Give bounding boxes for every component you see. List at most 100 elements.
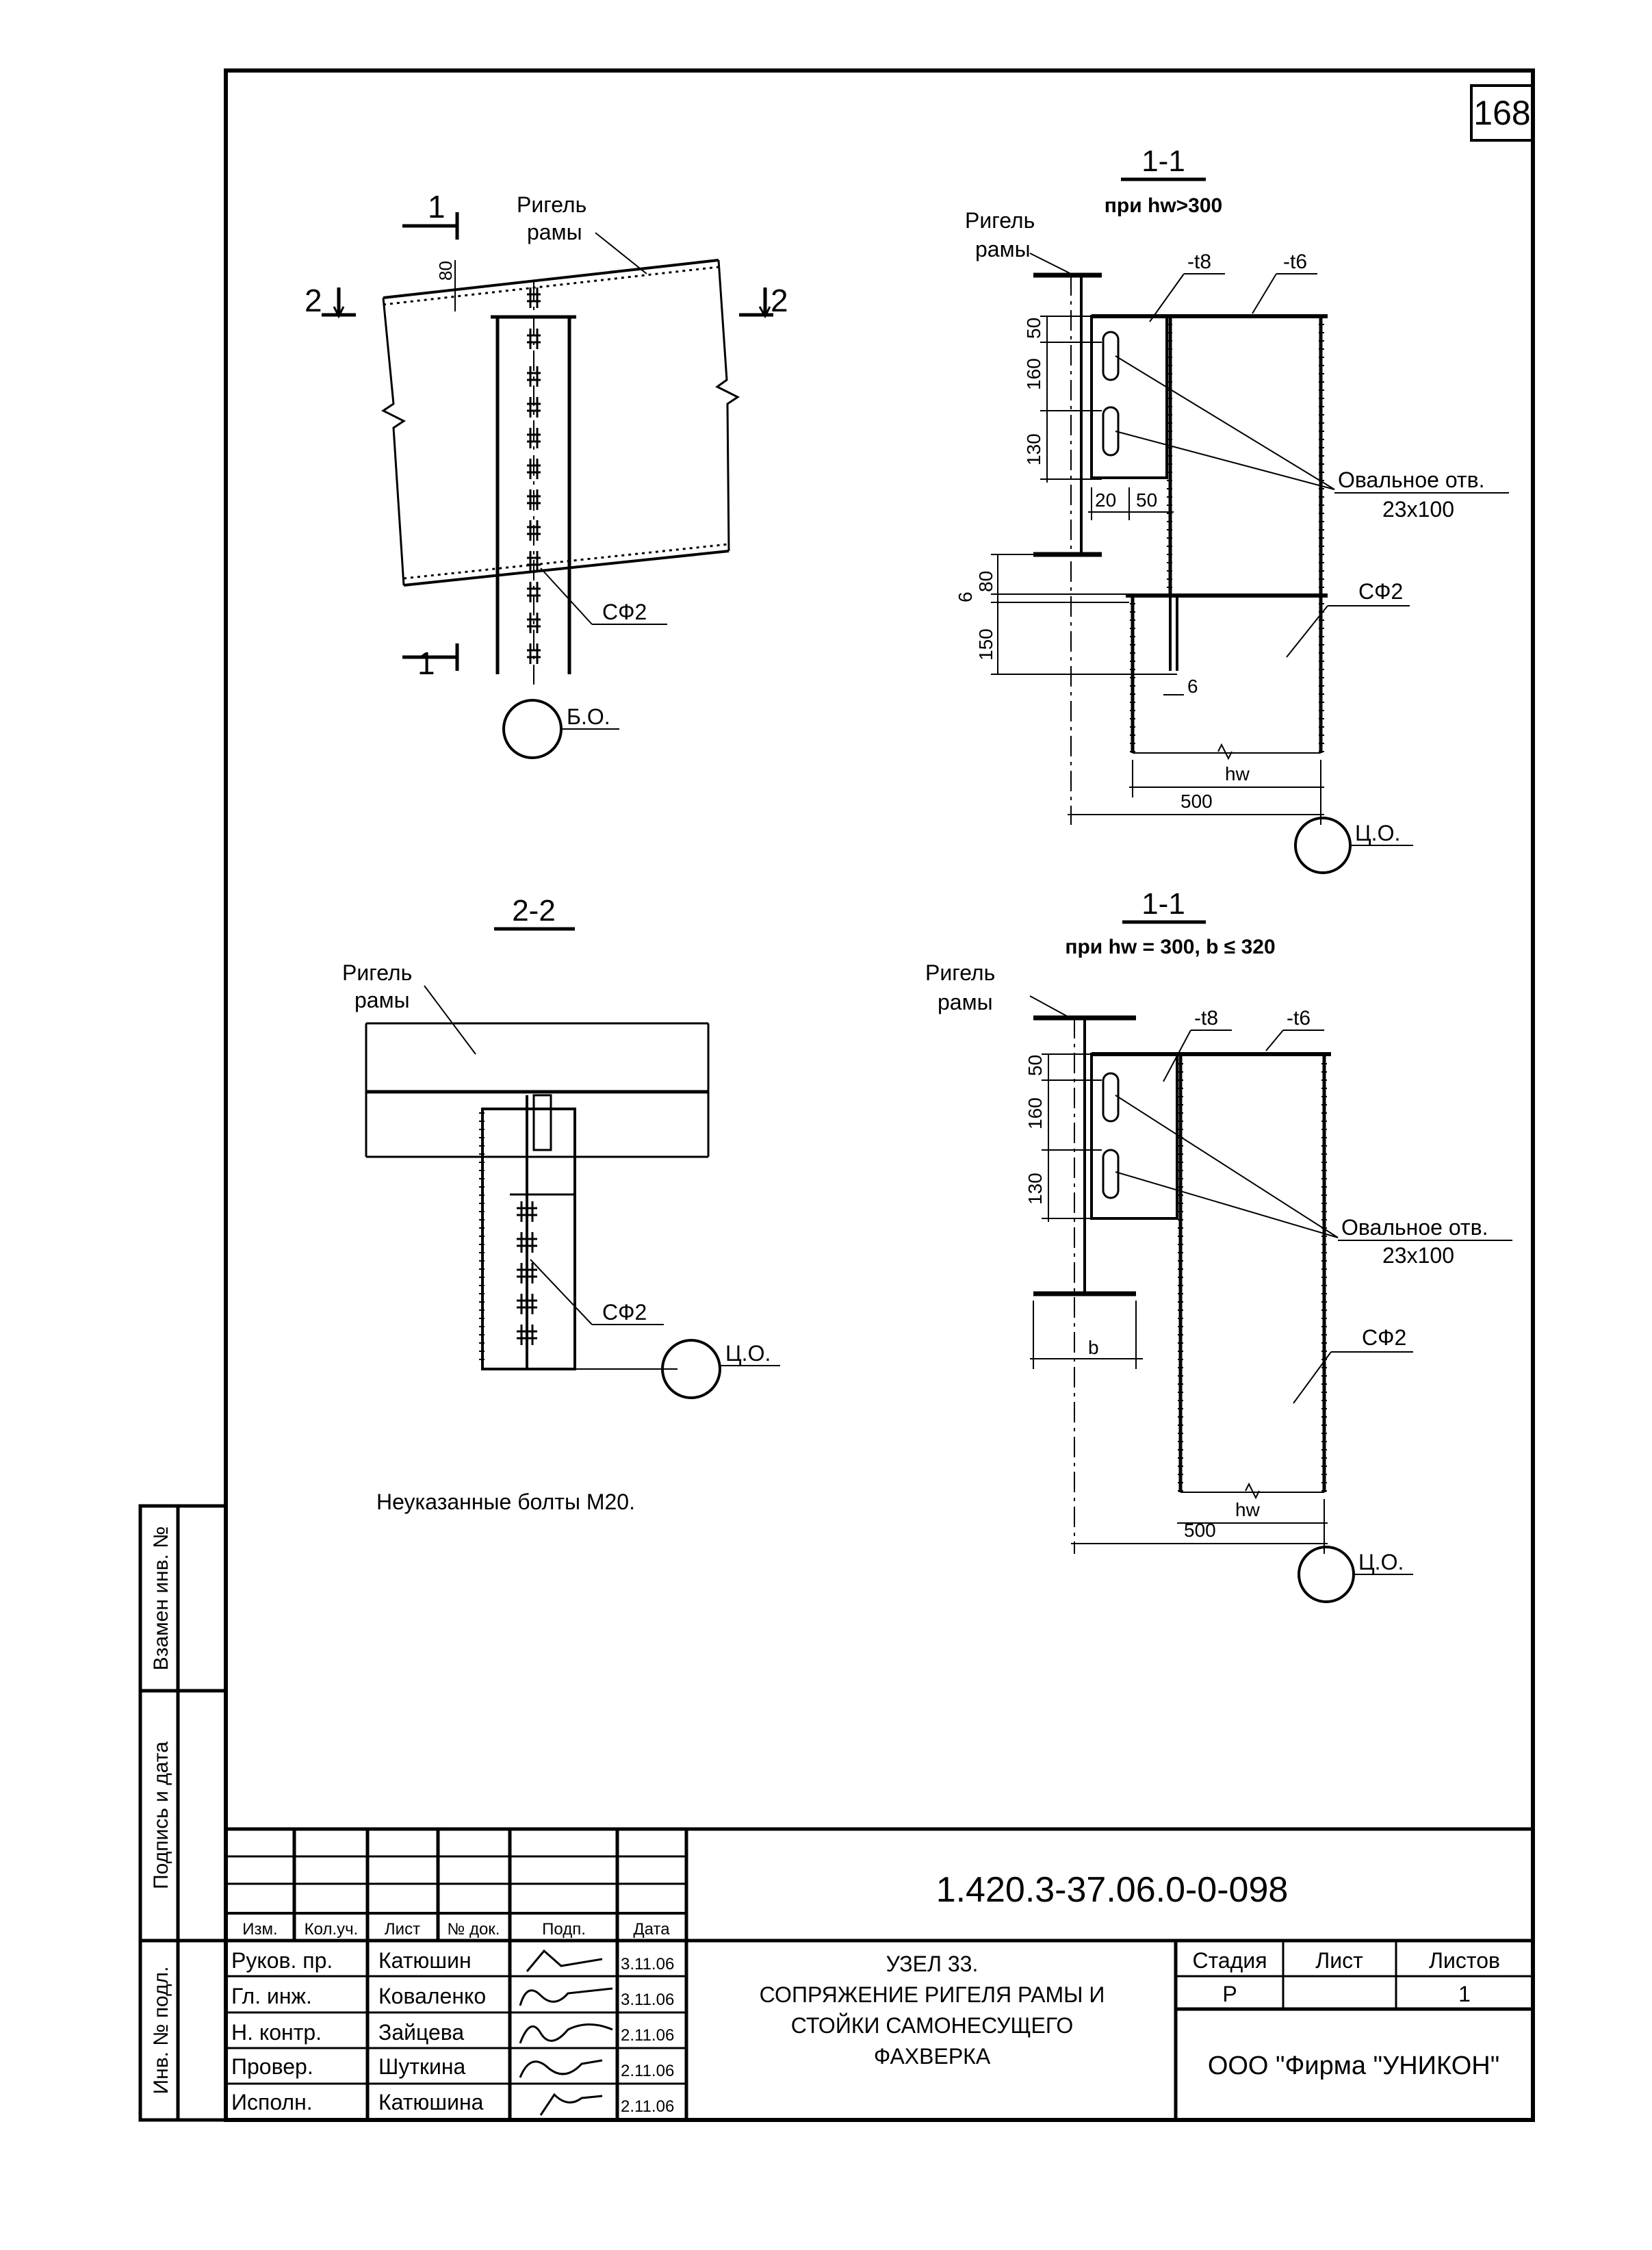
- section-2-2-view: [356, 927, 780, 1399]
- s11a-dim-80: 80: [975, 571, 996, 592]
- staff-name: Катюшин: [378, 1948, 472, 1973]
- hdr-doc-no: № док.: [448, 1920, 500, 1939]
- staff-date: 2.11.06: [621, 2026, 674, 2045]
- s11a-beam-label-1: Ригель: [965, 208, 1035, 233]
- s11a-beam-label-2: рамы: [975, 237, 1031, 261]
- s11b-dim-50: 50: [1024, 1055, 1046, 1076]
- s11b-beam-label-2: рамы: [938, 990, 993, 1014]
- elev-cut-1-top: 1: [428, 189, 446, 225]
- elev-weld-label: СФ2: [602, 600, 647, 624]
- s11a-axis-label: Ц.О.: [1355, 821, 1400, 845]
- elevation-view: [322, 212, 773, 759]
- s11b-title: 1-1: [1141, 887, 1185, 921]
- section-1-1-top-view: [991, 177, 1509, 874]
- elev-cut-1-bottom: 1: [417, 645, 435, 681]
- s11b-dim-b: b: [1088, 1337, 1099, 1358]
- s11b-hole-label-1: Овальное отв.: [1341, 1215, 1488, 1240]
- s11b-plate-t8: -t8: [1194, 1007, 1218, 1030]
- s11b-condition: при hw = 300, b ≤ 320: [1065, 936, 1275, 958]
- hdr-izm: Изм.: [242, 1920, 277, 1939]
- staff-name: Катюшина: [378, 2090, 484, 2114]
- s11a-dim-6: 6: [955, 591, 976, 602]
- staff-name: Коваленко: [378, 1984, 486, 2008]
- s11b-axis-label: Ц.О.: [1358, 1550, 1404, 1574]
- elev-cut-2-right: 2: [771, 283, 788, 318]
- s11a-dim-50b: 50: [1136, 489, 1157, 511]
- hdr-date: Дата: [633, 1920, 670, 1939]
- elev-beam-label-2: рамы: [527, 220, 582, 244]
- side-sign-date: Подпись и дата: [150, 1741, 172, 1889]
- s11a-dim-20: 20: [1095, 489, 1116, 511]
- hdr-kol-uch: Кол.уч.: [305, 1920, 359, 1939]
- staff-row: Исполн. Катюшина 2.11.06: [231, 2090, 674, 2116]
- sheet-number: 168: [1473, 94, 1530, 132]
- s11b-beam-label-1: Ригель: [925, 960, 995, 985]
- s11a-dim-50: 50: [1023, 318, 1044, 339]
- hdr-list: Лист: [385, 1920, 420, 1939]
- s22-beam-label-1: Ригель: [342, 960, 412, 985]
- staff-date: 2.11.06: [621, 2097, 674, 2116]
- staff-name: Зайцева: [378, 2020, 464, 2045]
- s11a-hole-label-1: Овальное отв.: [1338, 468, 1484, 492]
- s22-axis-label: Ц.О.: [725, 1341, 771, 1366]
- signature-mark: [519, 2023, 613, 2044]
- drawing-title-4: ФАХВЕРКА: [874, 2044, 991, 2069]
- staff-date: 3.11.06: [621, 1955, 674, 1973]
- s11a-dim-150: 150: [975, 628, 996, 661]
- s11b-dim-hw: hw: [1235, 1499, 1261, 1520]
- title-block: [226, 1827, 1533, 2120]
- s11a-plate-t6: -t6: [1283, 251, 1307, 273]
- elev-beam-label-1: Ригель: [517, 192, 586, 217]
- s11b-dim-130: 130: [1024, 1173, 1046, 1205]
- staff-date: 2.11.06: [621, 2062, 674, 2080]
- s11a-dim-6b: 6: [1187, 676, 1198, 697]
- s11b-plate-t6: -t6: [1287, 1007, 1311, 1030]
- elev-cut-2-left: 2: [305, 283, 322, 318]
- staff-row: Руков. пр. Катюшин 3.11.06: [231, 1948, 674, 1973]
- stage-value: Р: [1222, 1982, 1237, 2006]
- side-stamp: [138, 1504, 228, 2122]
- s11a-dim-160: 160: [1023, 358, 1044, 390]
- signature-mark: [519, 2059, 603, 2078]
- drawing-title-1: УЗЕЛ 33.: [886, 1952, 979, 1976]
- s11a-dim-130: 130: [1023, 433, 1044, 465]
- doc-code: 1.420.3-37.06.0-0-098: [936, 1870, 1289, 1910]
- s11b-weld-label: СФ2: [1362, 1325, 1406, 1350]
- staff-role: Провер.: [231, 2054, 313, 2079]
- s22-beam-label-2: рамы: [354, 988, 410, 1012]
- staff-name: Шуткина: [378, 2054, 466, 2079]
- signature-mark: [526, 1949, 603, 1972]
- drawing-title-3: СТОЙКИ САМОНЕСУЩЕГО: [791, 2013, 1073, 2038]
- elev-dim-80: 80: [435, 261, 456, 281]
- section-1-1-bottom-view: [1029, 920, 1512, 1603]
- sheets-label: Листов: [1429, 1948, 1500, 1973]
- stage-label: Стадия: [1192, 1948, 1267, 1973]
- staff-role: Исполн.: [231, 2090, 313, 2114]
- s11a-dim-hw: hw: [1225, 763, 1250, 784]
- s11a-dim-500: 500: [1180, 791, 1213, 812]
- side-replaces-inv: Взамен инв. №: [150, 1526, 172, 1671]
- staff-row: Гл. инж. Коваленко 3.11.06: [231, 1984, 674, 2009]
- s11a-condition: при hw>300: [1105, 194, 1222, 217]
- s11b-dim-160: 160: [1024, 1097, 1046, 1129]
- s22-weld-label: СФ2: [602, 1300, 647, 1325]
- signature-mark: [539, 2093, 603, 2116]
- elev-axis-label: Б.О.: [567, 704, 610, 729]
- side-inv-orig: Инв. № подл.: [150, 1967, 172, 2095]
- s11a-weld-label: СФ2: [1358, 579, 1403, 604]
- staff-row: Н. контр. Зайцева 2.11.06: [231, 2020, 674, 2045]
- staff-row: Провер. Шуткина 2.11.06: [231, 2054, 674, 2080]
- s11a-title: 1-1: [1141, 144, 1185, 178]
- sheets-value: 1: [1458, 1982, 1471, 2006]
- s11b-dim-500: 500: [1184, 1520, 1216, 1541]
- signature-mark: [519, 1987, 613, 2006]
- company-name: ООО "Фирма "УНИКОН": [1208, 2051, 1499, 2080]
- staff-role: Гл. инж.: [231, 1984, 312, 2008]
- s11b-hole-label-2: 23x100: [1382, 1243, 1454, 1268]
- s11a-hole-label-2: 23x100: [1382, 497, 1454, 522]
- staff-date: 3.11.06: [621, 1991, 674, 2009]
- hdr-sign: Подп.: [542, 1920, 586, 1939]
- sheet-frame: [224, 68, 1535, 2122]
- sheet-label: Лист: [1315, 1948, 1363, 1973]
